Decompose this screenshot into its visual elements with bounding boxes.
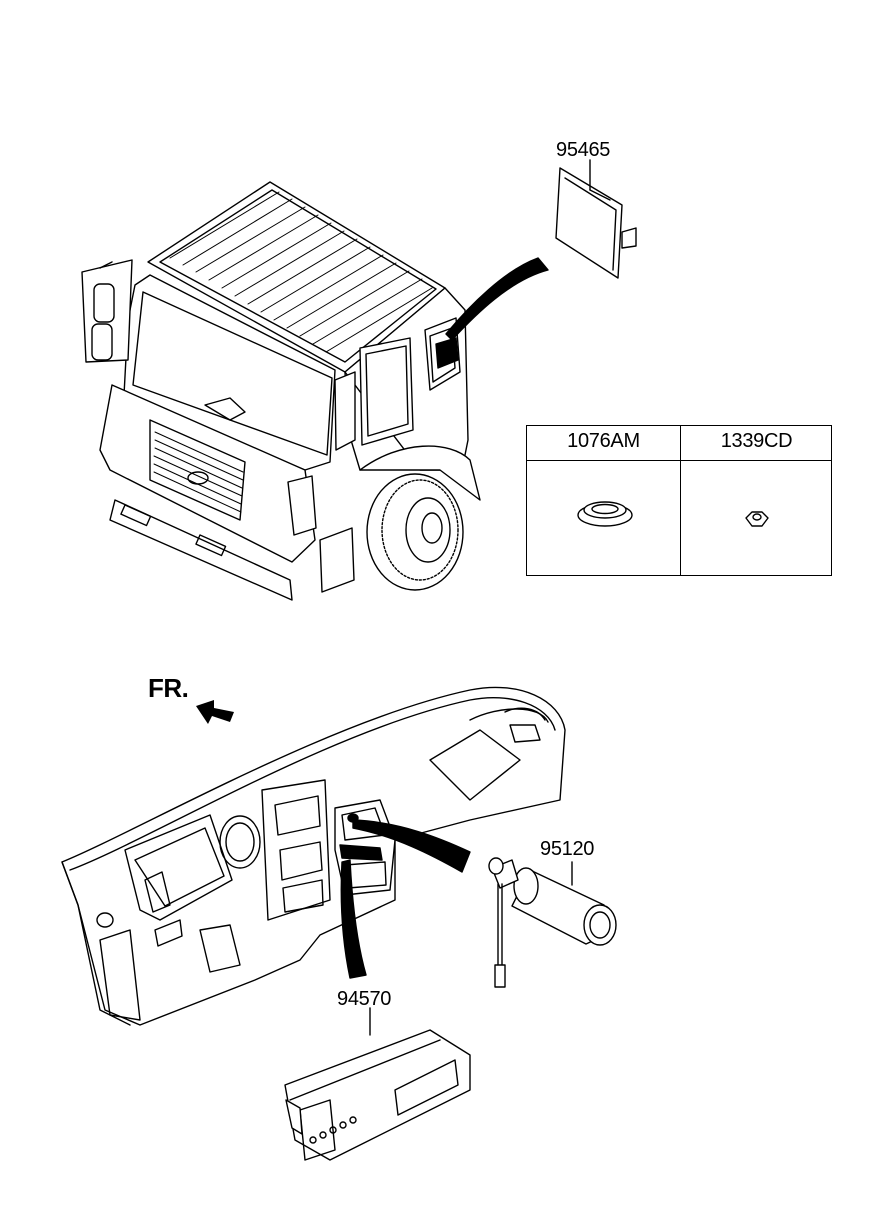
switch-panel-94570-illustration <box>284 1007 471 1161</box>
table-header-1339cd: 1339CD <box>720 430 793 452</box>
front-direction-label: FR. <box>148 673 189 703</box>
part-label-94570: 94570 <box>337 988 392 1010</box>
table-header-1076am: 1076AM <box>567 430 640 452</box>
truck-cab-illustration <box>81 181 549 601</box>
front-direction-arrow <box>196 700 234 724</box>
grommet-1076am-illustration <box>577 501 633 527</box>
cover-95465-illustration <box>555 159 637 279</box>
table-divider-horizontal <box>527 460 831 461</box>
nut-1339cd-illustration <box>745 511 769 527</box>
dashboard-illustration <box>61 686 566 1026</box>
parts-table: 1076AM 1339CD <box>526 425 832 576</box>
part-label-95465: 95465 <box>556 139 611 161</box>
ignition-95120-illustration <box>488 857 617 988</box>
part-label-95120: 95120 <box>540 838 595 860</box>
table-divider-vertical <box>680 426 681 575</box>
